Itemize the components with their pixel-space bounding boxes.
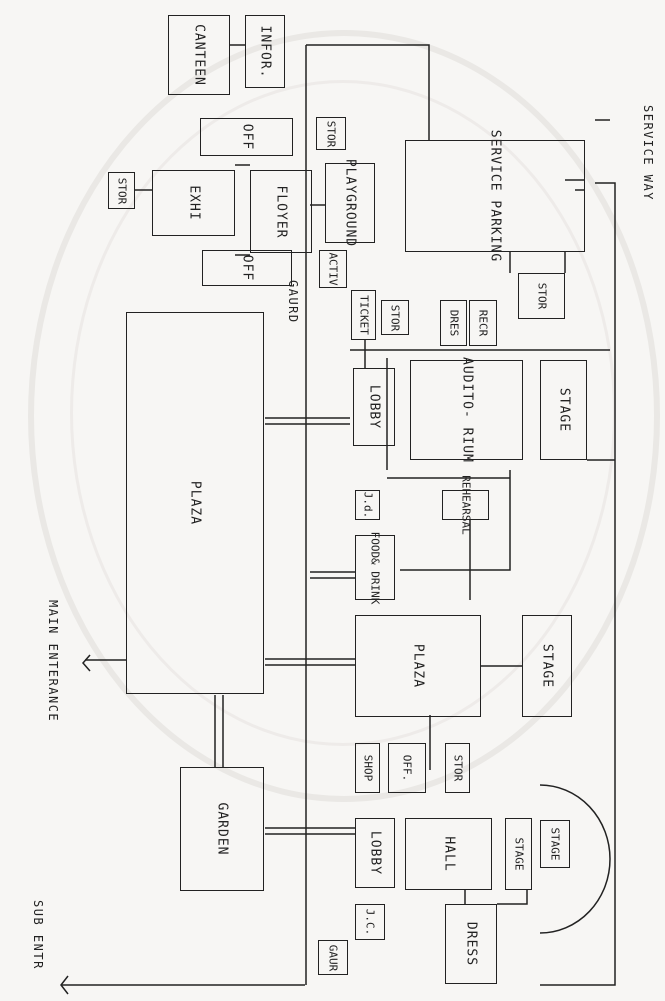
service-parking-room: SERVICE PARKING bbox=[405, 130, 585, 262]
off-hall-label: OFF. bbox=[400, 754, 414, 782]
stor-hall-room: STOR bbox=[445, 743, 470, 793]
food-drink-label: FOOD& DRINK bbox=[368, 531, 382, 604]
service-parking-stub bbox=[595, 182, 616, 460]
auditorium-label: AUDITO- RIUM bbox=[459, 357, 474, 463]
lobby-hall-room: LOBBY bbox=[355, 818, 395, 888]
stor-service-label: STOR bbox=[535, 282, 548, 310]
canteen-label: CANTEEN bbox=[191, 24, 207, 86]
main-entrance-arrow-head bbox=[82, 654, 91, 672]
plaza-main-room: PLAZA bbox=[126, 312, 264, 694]
stage-hall-label: STAGE bbox=[512, 837, 525, 871]
dres-room: DRES bbox=[440, 300, 467, 346]
off-bottom-label: OFF bbox=[239, 254, 255, 282]
shop-label: SHOP bbox=[361, 754, 374, 782]
rehearsal-label: REHEARSAL bbox=[459, 475, 472, 535]
exhi-label: EXHI bbox=[186, 185, 201, 221]
outdoor-stage-arc bbox=[539, 784, 611, 934]
hall-room: HALL bbox=[405, 818, 492, 890]
sub-entr-label: SUB ENTR bbox=[31, 900, 45, 970]
garden-lobby-connector bbox=[265, 827, 355, 835]
plaza-food-connector bbox=[310, 571, 355, 579]
sub-entrance-arrow-head bbox=[60, 975, 69, 995]
plaza-second-label: PLAZA bbox=[410, 643, 426, 689]
recr-label: RECR bbox=[476, 309, 490, 337]
garden-label: GARDEN bbox=[214, 802, 230, 856]
auditorium-room: AUDITO- RIUM bbox=[410, 357, 523, 463]
stor-service-room: STOR bbox=[518, 273, 565, 319]
exhi-room: EXHI bbox=[152, 170, 235, 236]
gaurd-label: GAURD bbox=[286, 280, 300, 324]
service-parking-label: SERVICE PARKING bbox=[487, 129, 503, 263]
jc-room: J.C. bbox=[355, 904, 385, 940]
stage-outdoor-room: STAGE bbox=[522, 615, 572, 717]
ticket-label: TICKET bbox=[357, 295, 370, 335]
canteen-room: CANTEEN bbox=[168, 15, 230, 95]
stor-left-room: STOR bbox=[108, 172, 135, 209]
off-bottom-room: OFF bbox=[202, 250, 292, 286]
service-arrows bbox=[565, 179, 585, 191]
playground-room: PLAYGROUND bbox=[325, 159, 375, 247]
stage-arc-room: STAGE bbox=[540, 820, 570, 868]
jd-room: J.d. bbox=[355, 490, 380, 520]
activ-label: ACTIV bbox=[326, 252, 340, 286]
left-boundary-line-upper bbox=[306, 44, 430, 140]
stor-top-label: STOR bbox=[324, 120, 338, 147]
plaza-lobby-connector bbox=[265, 417, 350, 425]
off-top-room: OFF bbox=[200, 118, 293, 156]
rehearsal-right bbox=[400, 470, 511, 571]
main-enterance-label: MAIN ENTERANCE bbox=[46, 600, 60, 723]
hall-label: HALL bbox=[441, 836, 456, 872]
lobby-aud-room: LOBBY bbox=[353, 368, 395, 446]
stor-top-room: STOR bbox=[316, 117, 346, 150]
activ-room: ACTIV bbox=[319, 250, 347, 288]
rehearsal-room: REHEARSAL bbox=[442, 475, 489, 535]
stage-arc-label: STAGE bbox=[548, 827, 562, 861]
infor-label: INFOR. bbox=[257, 25, 273, 78]
stor-left-label: STOR bbox=[115, 177, 128, 204]
stor-aud-room: STOR bbox=[381, 300, 409, 335]
jc-label: J.C. bbox=[363, 908, 377, 936]
plaza-plaza2-connector bbox=[265, 658, 355, 666]
stor-aud-label: STOR bbox=[388, 304, 402, 331]
dress-room: DRESS bbox=[445, 904, 497, 984]
right-spine-line bbox=[540, 460, 616, 986]
gaur-label: GAUR bbox=[326, 944, 340, 971]
food-drink-room: FOOD& DRINK bbox=[355, 531, 395, 604]
dress-label: DRESS bbox=[463, 921, 479, 967]
plaza-second-room: PLAZA bbox=[355, 615, 481, 717]
shop-room: SHOP bbox=[355, 743, 380, 793]
jd-label: J.d. bbox=[361, 491, 374, 519]
ticket-room: TICKET bbox=[351, 290, 376, 340]
stage-hall-room: STAGE bbox=[505, 818, 532, 890]
floyer-room: FLOYER bbox=[250, 170, 312, 253]
dress-link bbox=[497, 889, 528, 905]
off-top-label: OFF bbox=[239, 123, 254, 151]
stage-aud-room: STAGE bbox=[540, 360, 587, 460]
plaza-main-label: PLAZA bbox=[187, 480, 203, 526]
recr-room: RECR bbox=[469, 300, 497, 346]
stage-aud-label: STAGE bbox=[556, 387, 571, 433]
service-way-label: SERVICE WAY bbox=[641, 105, 655, 201]
plaza-garden-connector bbox=[214, 695, 224, 767]
stage-outdoor-label: STAGE bbox=[539, 643, 555, 689]
watermark-seal-outer bbox=[28, 30, 660, 802]
lobby-hall-label: LOBBY bbox=[367, 830, 383, 876]
dres-label: DRES bbox=[447, 309, 460, 337]
playground-label: PLAYGROUND bbox=[342, 158, 358, 248]
off-hall-room: OFF. bbox=[388, 743, 426, 793]
infor-room: INFOR. bbox=[245, 15, 285, 88]
gaur-room: GAUR bbox=[318, 940, 348, 975]
lobby-aud-label: LOBBY bbox=[366, 384, 382, 430]
floyer-label: FLOYER bbox=[273, 185, 289, 238]
garden-room: GARDEN bbox=[180, 767, 264, 891]
stor-hall-label: STOR bbox=[451, 754, 464, 782]
